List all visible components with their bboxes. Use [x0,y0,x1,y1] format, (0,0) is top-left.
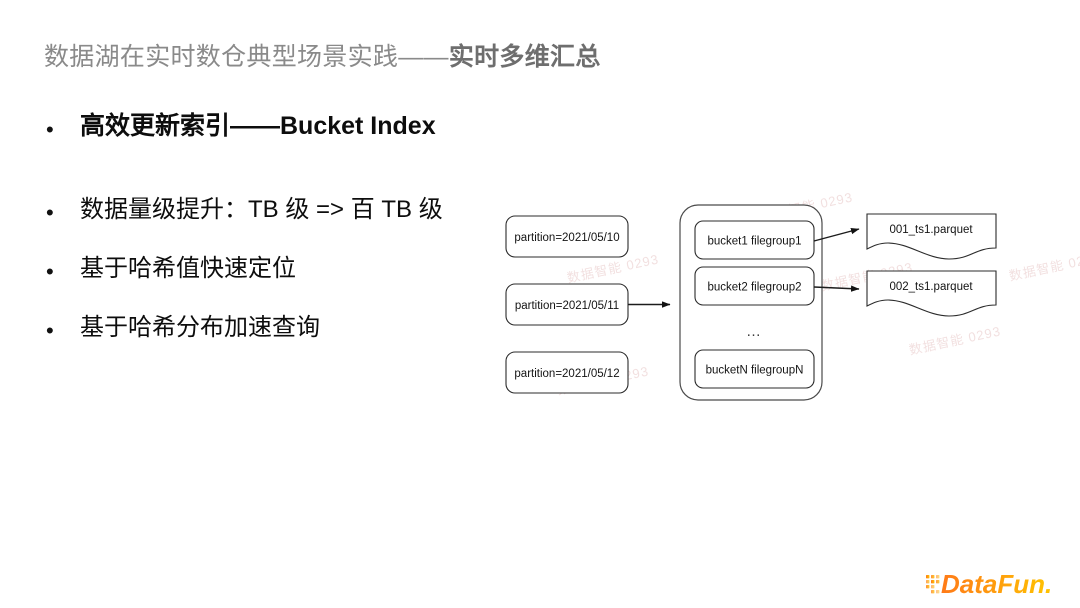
list-item: • 数据量级提升：TB 级 => 百 TB 级 [46,194,516,226]
bullet-lead-label: 高效更新索引——Bucket Index [80,112,436,140]
bucket-container: bucket1 filegroup1 bucket2 filegroup2 … … [679,204,823,401]
datafun-logo: DataFun. [925,568,1057,600]
bullet-marker-icon: • [46,200,54,225]
parquet-file-2[interactable]: 002_ts1.parquet [866,270,997,317]
partition-box-2[interactable]: partition=2021/05/11 [505,283,629,326]
logo-wordmark: DataFun. [941,569,1052,599]
list-item-label: 数据量级提升：TB 级 => 百 TB 级 [80,196,443,223]
arrow-bucket2-to-file2 [813,285,860,292]
list-item-label: 基于哈希分布加速查询 [80,314,320,341]
list-item-label: 基于哈希值快速定位 [80,255,296,282]
bucket-box-1[interactable]: bucket1 filegroup1 [694,220,815,260]
arrow-bucket1-to-file1 [813,227,860,242]
partition-box-1[interactable]: partition=2021/05/10 [505,215,629,258]
page-title: 数据湖在实时数仓典型场景实践——实时多维汇总 [44,40,601,74]
bucket-box-2-label: bucket2 filegroup2 [708,282,802,294]
bucket-box-1-label: bucket1 filegroup1 [708,236,802,248]
partition-box-2-label: partition=2021/05/11 [515,300,619,312]
parquet-file-1[interactable]: 001_ts1.parquet [866,213,997,260]
page-title-normal: 数据湖在实时数仓典型场景实践—— [44,43,449,71]
bucket-box-n-label: bucketN filegroupN [706,365,804,377]
parquet-file-1-label: 001_ts1.parquet [889,224,973,236]
bullet-lead: • 高效更新索引——Bucket Index [46,110,516,142]
partition-box-3[interactable]: partition=2021/05/12 [505,351,629,394]
page-title-bold: 实时多维汇总 [448,43,601,71]
partition-box-3-label: partition=2021/05/12 [514,368,619,380]
partition-box-1-label: partition=2021/05/10 [514,232,619,244]
bullet-marker-icon: • [46,259,54,284]
parquet-file-2-label: 002_ts1.parquet [889,281,973,293]
bucket-box-2[interactable]: bucket2 filegroup2 [694,266,815,306]
bullet-list: • 高效更新索引——Bucket Index • 数据量级提升：TB 级 => … [46,110,516,371]
bucket-box-n[interactable]: bucketN filegroupN [694,349,815,389]
bullet-marker-icon: • [46,117,54,142]
logo-dots-icon [926,575,940,594]
bullet-marker-icon: • [46,318,54,343]
list-item: • 基于哈希值快速定位 [46,253,516,285]
list-item: • 基于哈希分布加速查询 [46,312,516,344]
bucket-ellipsis: … [746,323,763,340]
bucket-index-diagram: partition=2021/05/10 partition=2021/05/1… [495,195,1015,410]
watermark: 数据智能 0293 [1007,249,1080,284]
